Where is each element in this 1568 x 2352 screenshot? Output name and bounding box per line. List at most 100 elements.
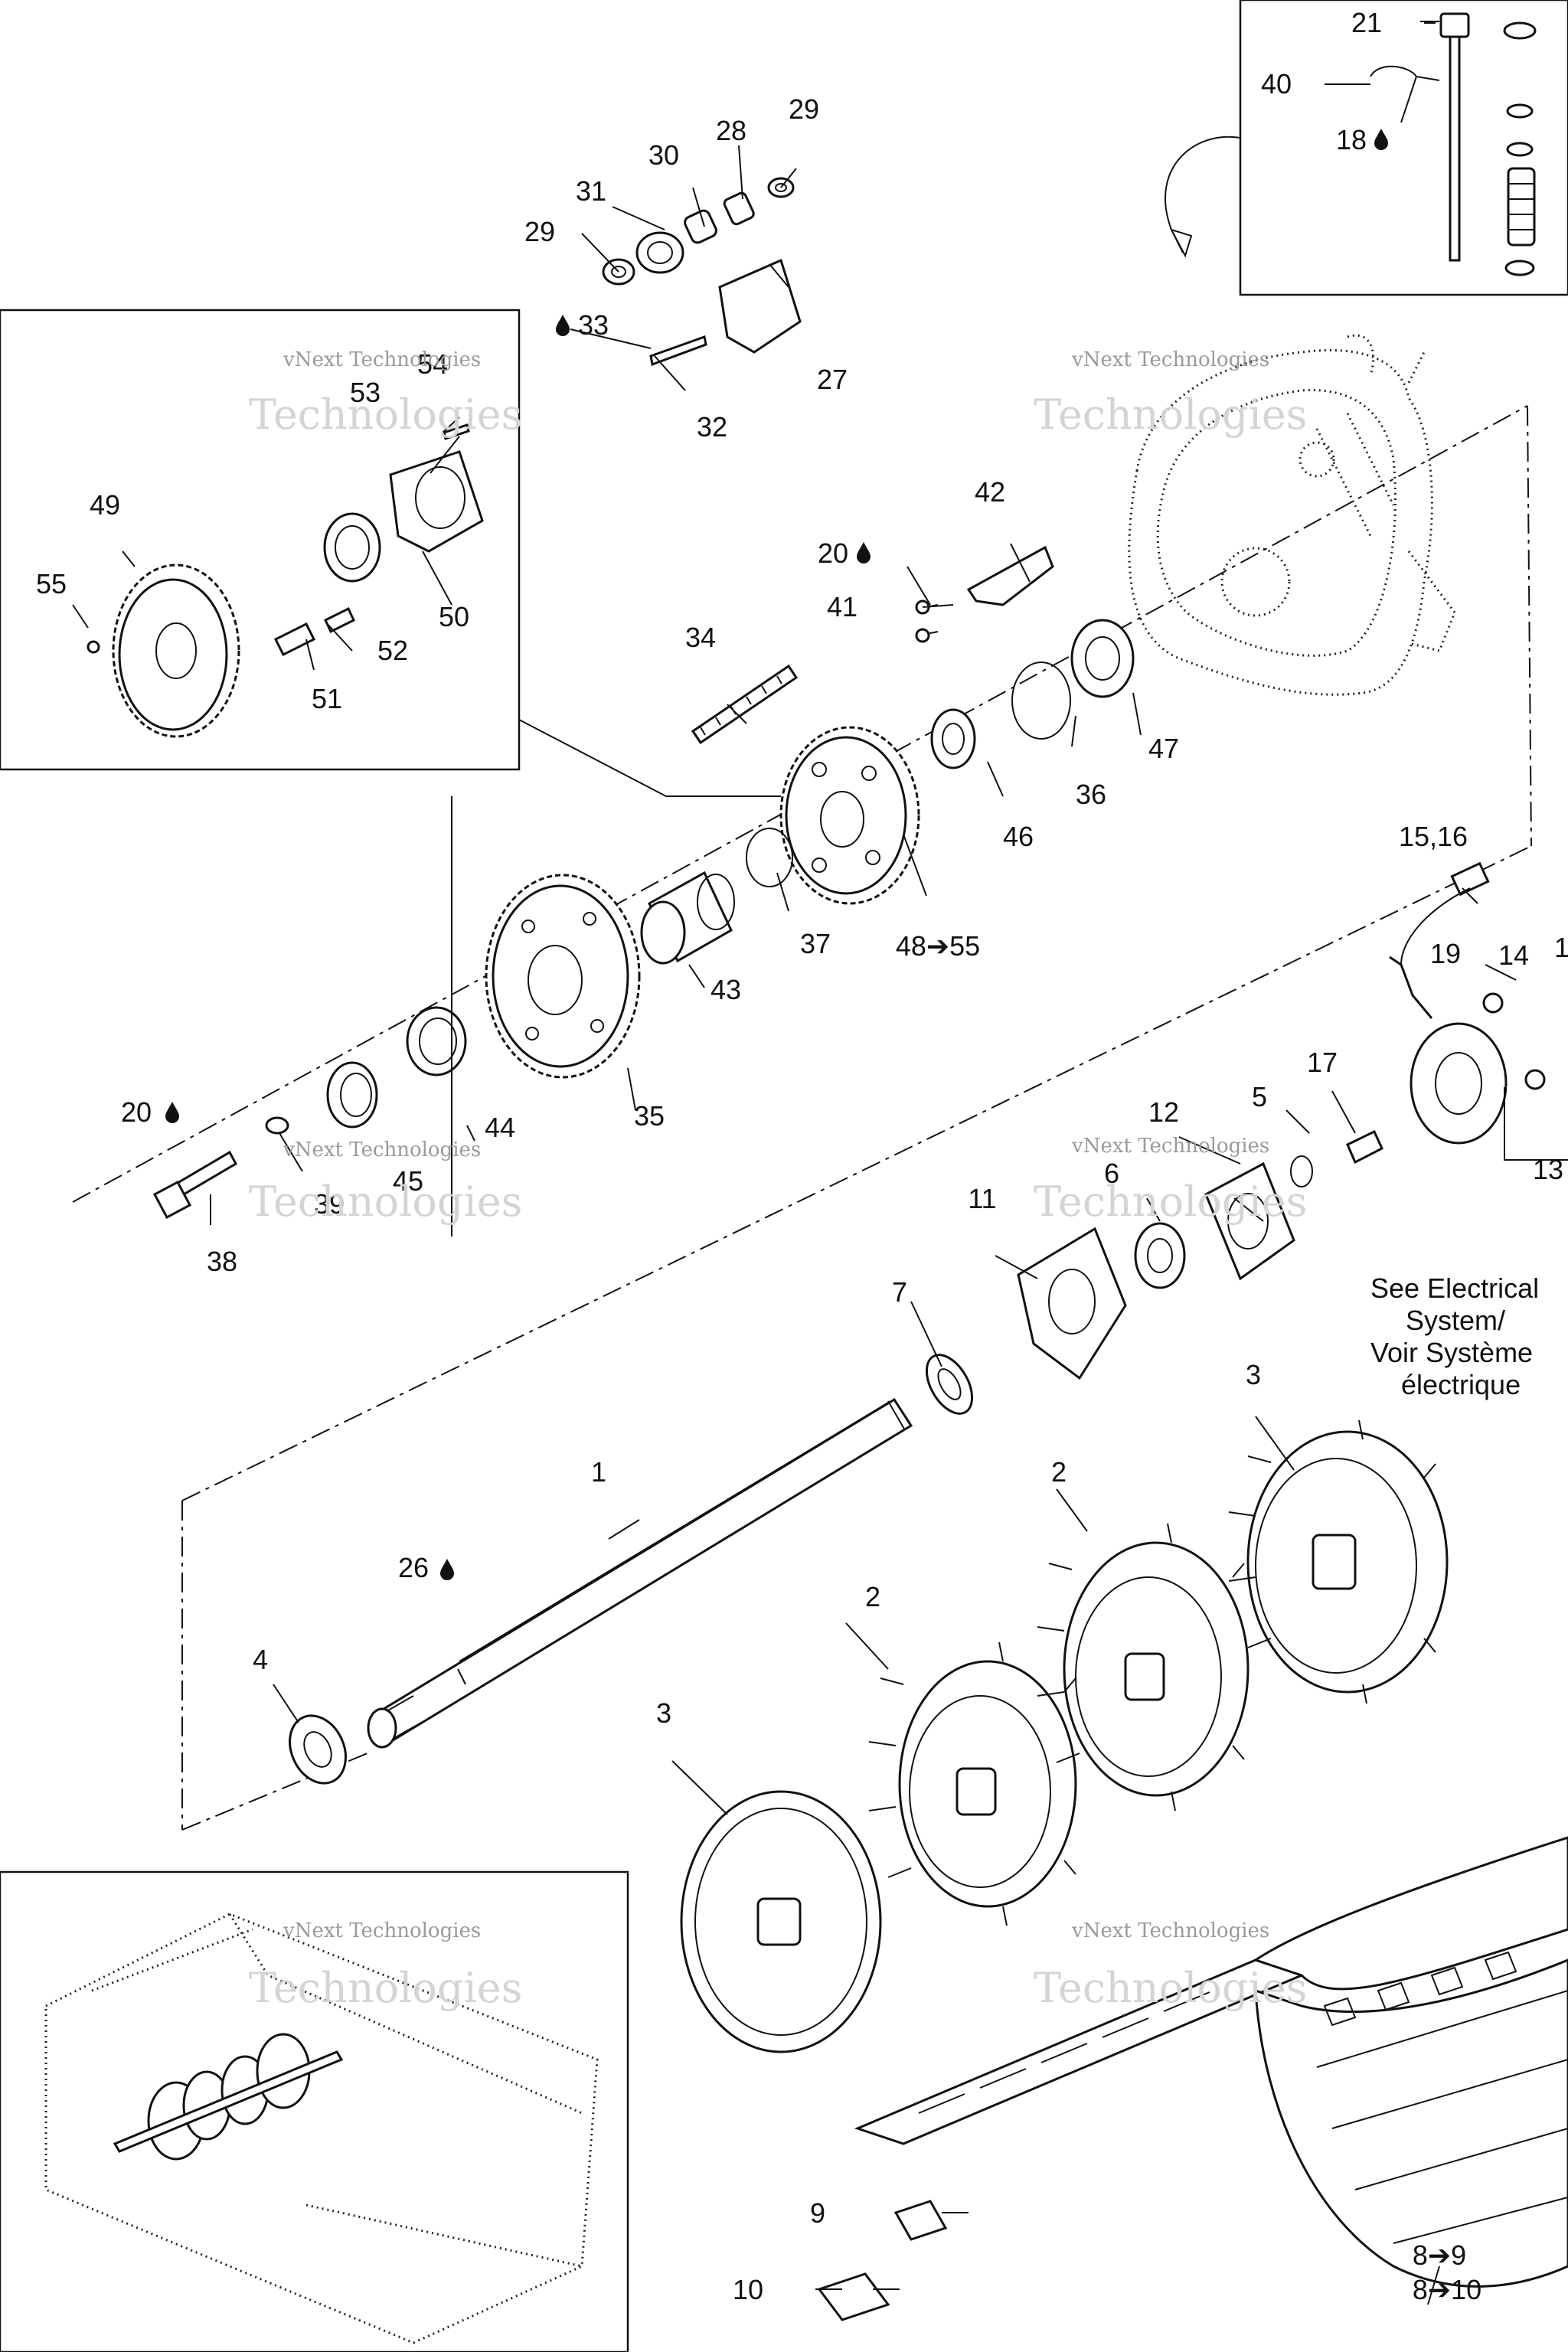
callout-1: 1 [591, 1456, 606, 1488]
callout-2: 2 [865, 1581, 880, 1612]
track-clip-9 [893, 2200, 948, 2241]
shaft-seal-inner [303, 1731, 332, 1768]
callout-52: 52 [377, 635, 408, 666]
inset-box-frame-location [0, 1870, 629, 2352]
inset-box-adjuster [1239, 0, 1568, 296]
svg-text:vNext Technologies: vNext Technologies [1071, 348, 1269, 371]
callout-47: 47 [1148, 733, 1179, 764]
oil-drop-icon [1374, 129, 1388, 150]
note-line-2: System/ [1406, 1305, 1505, 1336]
oil-drop-icon [857, 542, 871, 564]
drive-chain [691, 664, 799, 745]
svg-text:vNext Technologies: vNext Technologies [1071, 1135, 1269, 1158]
callout-8-10: 8➔10 [1413, 2274, 1481, 2305]
callout-30: 30 [648, 139, 679, 171]
note-line-3: Voir Système [1370, 1337, 1533, 1368]
chaincase-housing [1128, 334, 1456, 696]
track-clip-10 [817, 2272, 890, 2321]
arrow-icon [1169, 228, 1193, 258]
callout-10: 10 [733, 2274, 763, 2305]
callout-44: 44 [485, 1112, 515, 1143]
callout-3: 3 [1246, 1359, 1261, 1390]
callout-26: 26 [398, 1552, 429, 1583]
svg-text:Technologies: Technologies [249, 1964, 522, 2012]
callout-20: 20 [818, 537, 848, 569]
drive-shaft [367, 1397, 913, 1749]
callout-34: 34 [685, 622, 716, 653]
electrical-system-note: See Electrical System/ Voir Système élec… [1370, 1272, 1539, 1400]
track-belt [854, 1836, 1568, 2288]
lower-large-sprocket [485, 874, 641, 1079]
callout-46: 46 [1003, 821, 1034, 852]
callout-54: 54 [417, 348, 448, 380]
callout-35: 35 [634, 1100, 665, 1132]
watermark: vNext Technologies Technologies vNext Te… [249, 348, 1307, 2012]
washer [925, 1354, 974, 1415]
callout-29: 29 [789, 93, 819, 125]
washer-hole [937, 1368, 962, 1400]
callout-20: 20 [121, 1096, 152, 1128]
callout-36: 36 [1076, 779, 1106, 810]
upper-sprocket [779, 726, 920, 905]
assembly-boundary [72, 405, 1532, 1831]
callout-43: 43 [710, 974, 741, 1005]
callout-37: 37 [800, 928, 831, 959]
callout-45: 45 [393, 1165, 423, 1197]
svg-text:vNext Technologies: vNext Technologies [283, 1138, 481, 1161]
callout-17: 17 [1307, 1047, 1338, 1078]
callout-31: 31 [576, 175, 606, 207]
callout-49: 49 [90, 489, 120, 521]
callout-15-16: 15,16 [1399, 821, 1468, 852]
callout-4: 4 [253, 1644, 268, 1675]
callout-8-9: 8➔9 [1413, 2239, 1466, 2271]
callout-2: 2 [1051, 1456, 1067, 1488]
svg-text:Technologies: Technologies [249, 1178, 522, 1226]
inset-box-gear-detail [0, 309, 521, 771]
rings-and-bearing [746, 619, 1135, 887]
callout-55: 55 [36, 568, 67, 599]
drive-sprockets [680, 1419, 1449, 2053]
callout-9: 9 [810, 2197, 825, 2229]
note-line-1: See Electrical [1370, 1272, 1539, 1304]
svg-text:Technologies: Technologies [1034, 1964, 1307, 2012]
callout-1-partial: 1 [1554, 932, 1568, 963]
svg-text:Technologies: Technologies [249, 390, 522, 439]
callout-28: 28 [716, 115, 746, 146]
callout-5: 5 [1252, 1081, 1267, 1112]
svg-text:Technologies: Technologies [1034, 1178, 1307, 1226]
svg-text:vNext Technologies: vNext Technologies [283, 1919, 481, 1942]
oil-drop-icon [440, 1559, 454, 1580]
tunnel-frame-inset [44, 1913, 599, 2344]
oil-drop-icon [165, 1102, 179, 1123]
splined-hub [640, 871, 735, 965]
callout-11: 11 [968, 1183, 996, 1214]
inset-gear-parts [87, 423, 484, 738]
callout-18: 18 [1336, 124, 1367, 155]
bracket [915, 545, 1054, 643]
callout-19: 19 [1430, 938, 1461, 969]
bearing-housing-parts [1017, 861, 1568, 1380]
callout-33: 33 [578, 309, 609, 341]
shaft-seal [289, 1714, 347, 1785]
svg-text:Technologies: Technologies [1034, 390, 1307, 439]
callout-39: 39 [314, 1188, 345, 1220]
callout-50: 50 [439, 601, 469, 632]
callout-42: 42 [975, 476, 1005, 508]
callout-41: 41 [827, 591, 858, 622]
svg-text:vNext Technologies: vNext Technologies [1071, 1919, 1269, 1942]
callout-38: 38 [207, 1246, 237, 1277]
callout-6: 6 [1104, 1158, 1119, 1189]
connector-line-inset [518, 719, 781, 797]
adjuster-parts [1370, 12, 1537, 276]
callout-3: 3 [656, 1697, 671, 1729]
note-line-4: électrique [1401, 1369, 1521, 1400]
bolt-and-washer [152, 1116, 289, 1220]
callout-32: 32 [697, 411, 727, 443]
leader-lines [72, 21, 1517, 2305]
callout-14: 14 [1498, 939, 1529, 971]
oil-drop-icon [556, 315, 570, 336]
callout-51: 51 [312, 683, 342, 714]
callout-21: 21 [1351, 7, 1382, 38]
tensioner-parts [602, 177, 802, 367]
